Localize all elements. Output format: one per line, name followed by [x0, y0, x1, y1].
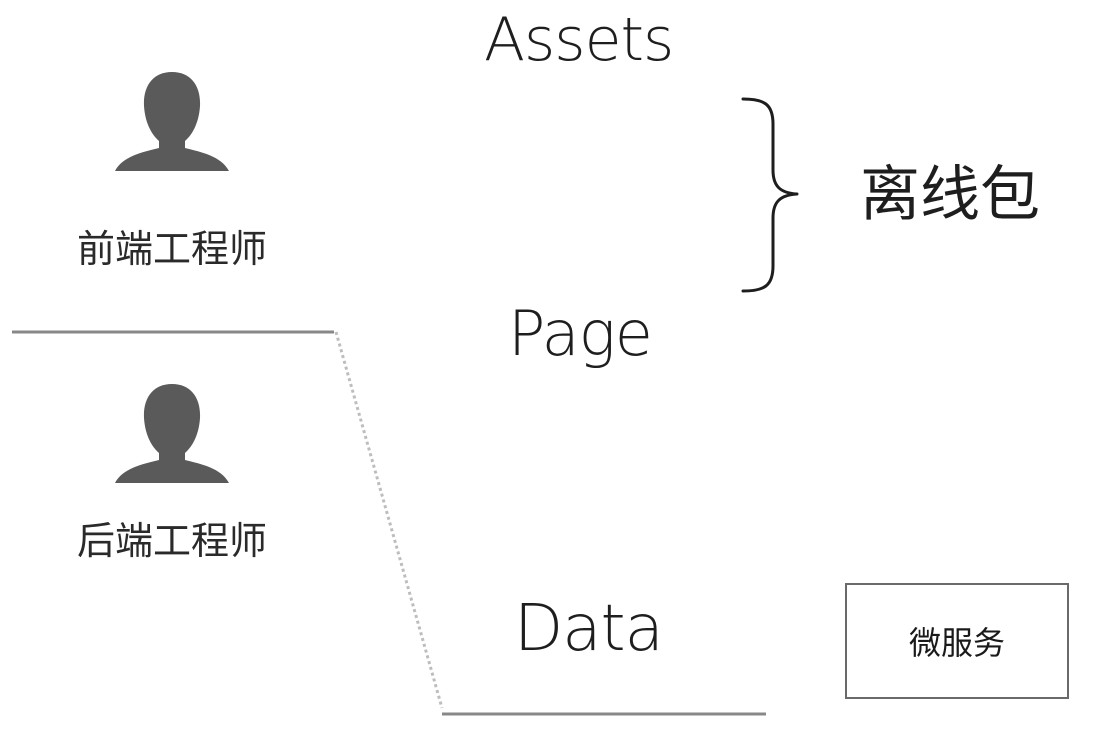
data-layer-label: Data — [514, 592, 664, 666]
page-layer-label: Page — [508, 297, 653, 370]
backend-engineer-label: 后端工程师 — [76, 519, 267, 563]
dotted-diagonal-line — [334, 331, 444, 709]
offline-package-label: 离线包 — [860, 160, 1040, 230]
frontend-engineer-label: 前端工程师 — [76, 227, 267, 271]
backend-person-icon — [115, 384, 229, 483]
microservice-box: 微服务 — [845, 583, 1069, 699]
microservice-label: 微服务 — [908, 624, 1005, 662]
assets-layer-label: Assets — [484, 5, 674, 75]
curly-brace-icon — [741, 97, 799, 293]
frontend-person-icon — [115, 72, 229, 171]
